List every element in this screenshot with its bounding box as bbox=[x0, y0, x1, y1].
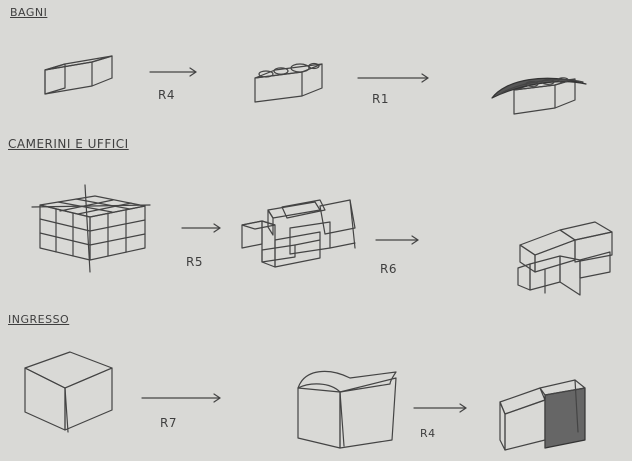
step-label-r1: R1 bbox=[372, 92, 389, 106]
step-label-r4: R4 bbox=[158, 88, 175, 102]
cube-icon bbox=[24, 351, 113, 433]
curved-top-box-icon bbox=[297, 370, 397, 449]
step-label-r6: R6 bbox=[380, 262, 397, 276]
arrow-icon bbox=[413, 403, 467, 413]
cut-open-box-icon bbox=[499, 379, 586, 451]
arrow-icon bbox=[181, 223, 221, 233]
step-label-r4: R4 bbox=[420, 427, 436, 440]
gridded-cube-icon bbox=[31, 184, 151, 273]
stacked-blocks-icon bbox=[241, 199, 356, 268]
box-with-canopy-icon bbox=[491, 77, 587, 115]
stacked-blocks-small-icon bbox=[517, 221, 613, 296]
arrow-icon bbox=[141, 393, 221, 403]
box-block-icon bbox=[44, 55, 113, 95]
box-with-holes-icon bbox=[254, 62, 323, 103]
section-heading-bagni: BAGNI bbox=[10, 6, 48, 19]
step-label-r5: R5 bbox=[186, 255, 203, 269]
step-label-r7: R7 bbox=[160, 416, 177, 430]
arrow-icon bbox=[375, 235, 419, 245]
arrow-icon bbox=[357, 73, 429, 83]
section-heading-ingresso: INGRESSO bbox=[8, 313, 70, 326]
arrow-icon bbox=[149, 67, 197, 77]
section-heading-camerini: CAMERINI E UFFICI bbox=[8, 137, 129, 151]
